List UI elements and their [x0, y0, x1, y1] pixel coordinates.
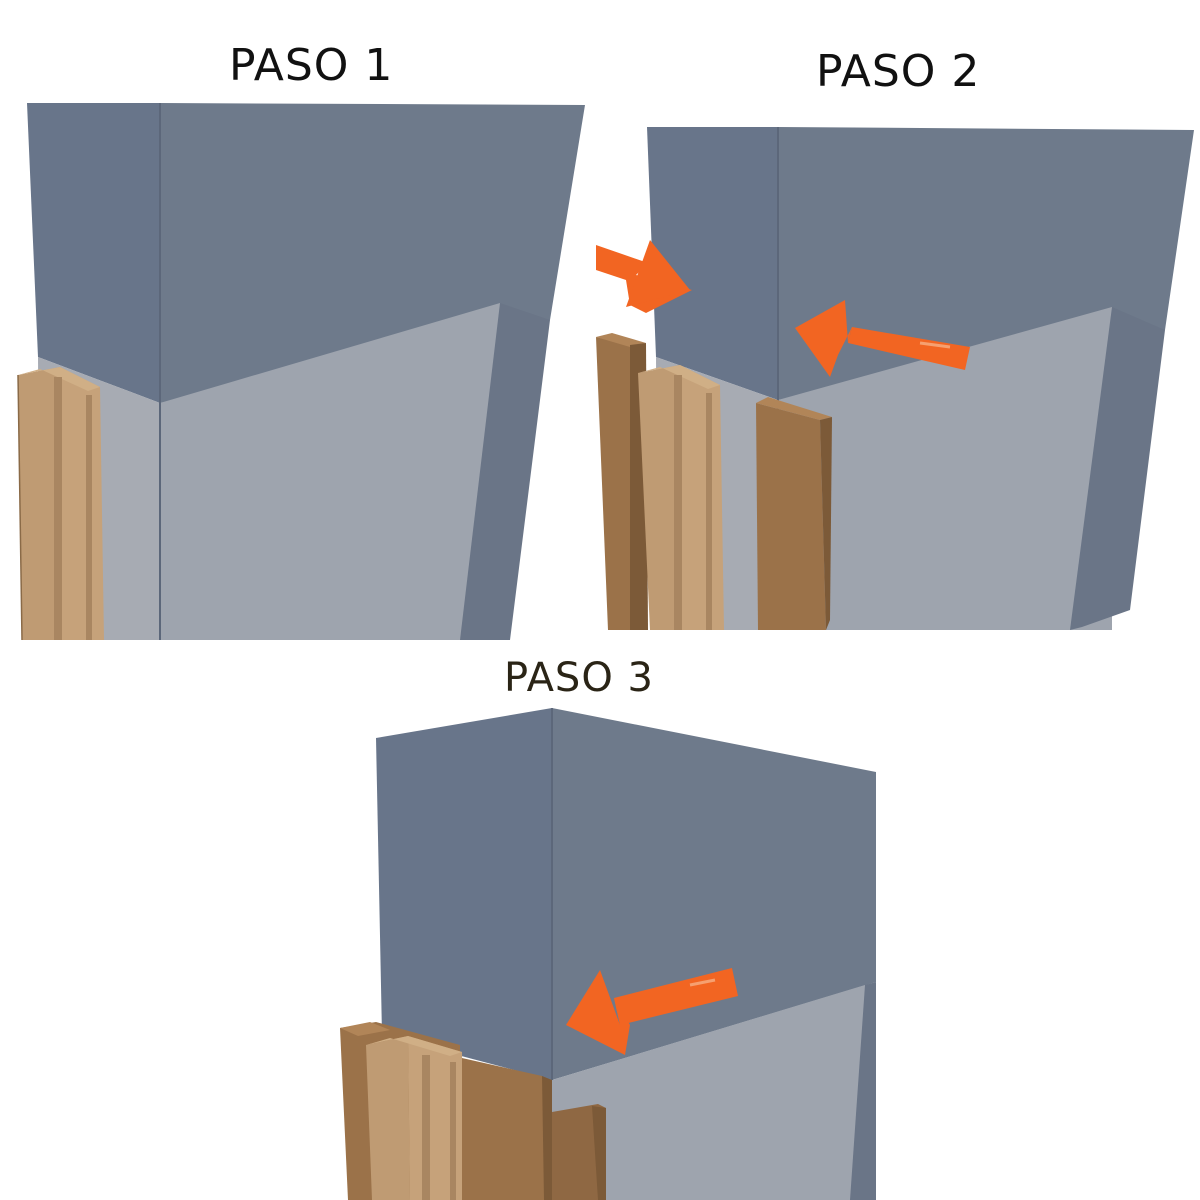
wall-lower-front-face [778, 307, 1112, 630]
step-1-illustration [17, 103, 585, 640]
wall-right-edge [1070, 307, 1165, 630]
arrow-left-icon [795, 300, 970, 377]
wall-upper-side-face [27, 103, 160, 403]
door-jamb [366, 1036, 464, 1200]
trim-board-front [462, 1058, 552, 1200]
wall-upper-front-face [552, 708, 876, 1080]
step-3-illustration [340, 708, 876, 1200]
step-2-title: PASO 2 [816, 46, 981, 97]
wall-lower-front-face [160, 303, 500, 640]
door-jamb [17, 367, 104, 640]
arrow-left-icon [566, 968, 738, 1055]
door-jamb [638, 365, 724, 630]
trim-board-right [552, 1104, 606, 1200]
wall-upper-side-face [376, 708, 552, 1080]
wall-upper-side-face [647, 127, 778, 400]
arrow-right-icon [596, 240, 692, 313]
trim-board-right [756, 397, 832, 630]
step-1-title: PASO 1 [229, 40, 394, 91]
step-3-title: PASO 3 [504, 655, 654, 701]
wall-right-edge [460, 303, 550, 640]
wall-lower-front-face [552, 985, 865, 1200]
wall-right-edge [850, 982, 876, 1200]
step-2-illustration [596, 127, 1194, 630]
